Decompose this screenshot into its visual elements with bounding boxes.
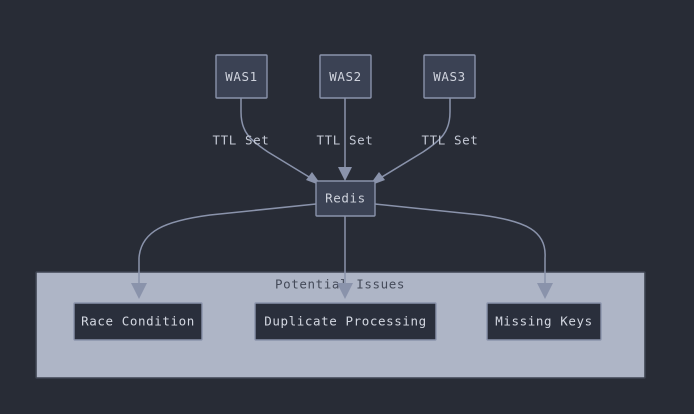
node-was2-label: WAS2 (329, 69, 362, 84)
node-was1[interactable] (215, 54, 268, 99)
node-was1-label: WAS1 (225, 69, 258, 84)
node-was2[interactable] (319, 54, 372, 99)
node-race-condition[interactable] (73, 302, 203, 341)
edge-redis-missing-keys (374, 203, 546, 288)
node-duplicate-processing-label: Duplicate Processing (264, 314, 427, 329)
edge-redis-race-condition (138, 203, 317, 288)
edge-label-was3: TTL Set (422, 133, 479, 148)
node-was3-label: WAS3 (433, 69, 466, 84)
arrowhead-was2-redis (338, 167, 352, 181)
node-redis-label: Redis (325, 191, 366, 206)
node-redis[interactable] (315, 180, 376, 217)
node-race-condition-label: Race Condition (81, 314, 195, 329)
arrowhead-redis-race-condition (131, 283, 147, 299)
edge-label-was1: TTL Set (213, 133, 270, 148)
node-duplicate-processing[interactable] (254, 302, 437, 341)
arrowhead-redis-missing-keys (537, 283, 553, 299)
arrowhead-redis-duplicate-processing (337, 283, 353, 299)
edge-was3-redis (376, 98, 451, 181)
node-missing-keys[interactable] (486, 302, 602, 341)
edge-was1-redis (240, 98, 315, 181)
node-was3[interactable] (423, 54, 476, 99)
edge-label-was2: TTL Set (317, 133, 374, 148)
node-missing-keys-label: Missing Keys (495, 314, 593, 329)
